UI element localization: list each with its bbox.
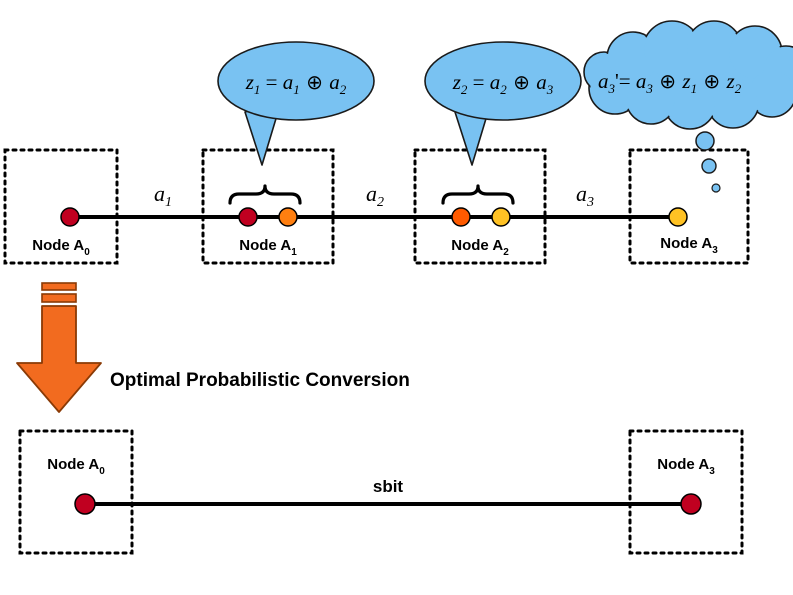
- thought-cloud-a3prime: a3'= a3 ⊕ z1 ⊕ z2: [583, 20, 793, 130]
- thought-trail-circle-small: [711, 183, 721, 193]
- node-a3-dot-amber: [668, 207, 688, 227]
- thought-cloud-a3prime-body: [583, 20, 793, 130]
- node-box-a2-top: [413, 148, 547, 265]
- node-a1-brace: [228, 184, 302, 205]
- speech-bubble-z1-text: z1 = a1 ⊕ a2: [245, 70, 347, 97]
- node-a2-dot-orange-red: [451, 207, 471, 227]
- thought-cloud-a3prime-text: a3'= a3 ⊕ z1 ⊕ z2: [598, 69, 742, 96]
- node-box-a0-bottom: [18, 429, 134, 555]
- node-label-a3-top: Node A3: [660, 235, 718, 256]
- node-a0-dot-bottom: [74, 493, 96, 515]
- node-label-a1-top: Node A1: [239, 237, 297, 258]
- node-a2-brace: [441, 184, 515, 205]
- node-label-a2-top: Node A2: [451, 237, 509, 258]
- speech-bubble-z1: z1 = a1 ⊕ a2: [217, 41, 375, 166]
- speech-bubble-z2: z2 = a2 ⊕ a3: [424, 41, 582, 166]
- node-box-a3-bottom: [628, 429, 744, 555]
- thought-trail-circle-medium: [701, 158, 717, 174]
- node-a1-dot-orange: [278, 207, 298, 227]
- speech-bubble-z2-body: [424, 41, 582, 121]
- sbit-label: sbit: [373, 477, 404, 496]
- speech-bubble-z2-text: z2 = a2 ⊕ a3: [452, 70, 554, 97]
- node-a2-dot-amber: [491, 207, 511, 227]
- edge-label-a3: a3: [576, 181, 594, 210]
- conversion-label: Optimal Probabilistic Conversion: [110, 370, 410, 391]
- node-box-a0-top: [3, 148, 119, 265]
- thought-trail-circle-large: [695, 131, 715, 151]
- node-label-a0-top: Node A0: [32, 237, 90, 258]
- edge-label-a2: a2: [366, 181, 384, 210]
- node-label-a0-bottom: Node A0: [47, 456, 105, 477]
- node-box-a3-top: [628, 148, 750, 265]
- node-label-a3-bottom: Node A3: [657, 456, 715, 477]
- edge-label-a1: a1: [154, 181, 172, 210]
- node-a1-dot-red: [238, 207, 258, 227]
- node-a3-dot-bottom: [680, 493, 702, 515]
- node-a0-dot-red: [60, 207, 80, 227]
- speech-bubble-z1-body: [217, 41, 375, 121]
- conversion-arrow: [16, 282, 102, 413]
- node-box-a1-top: [201, 148, 335, 265]
